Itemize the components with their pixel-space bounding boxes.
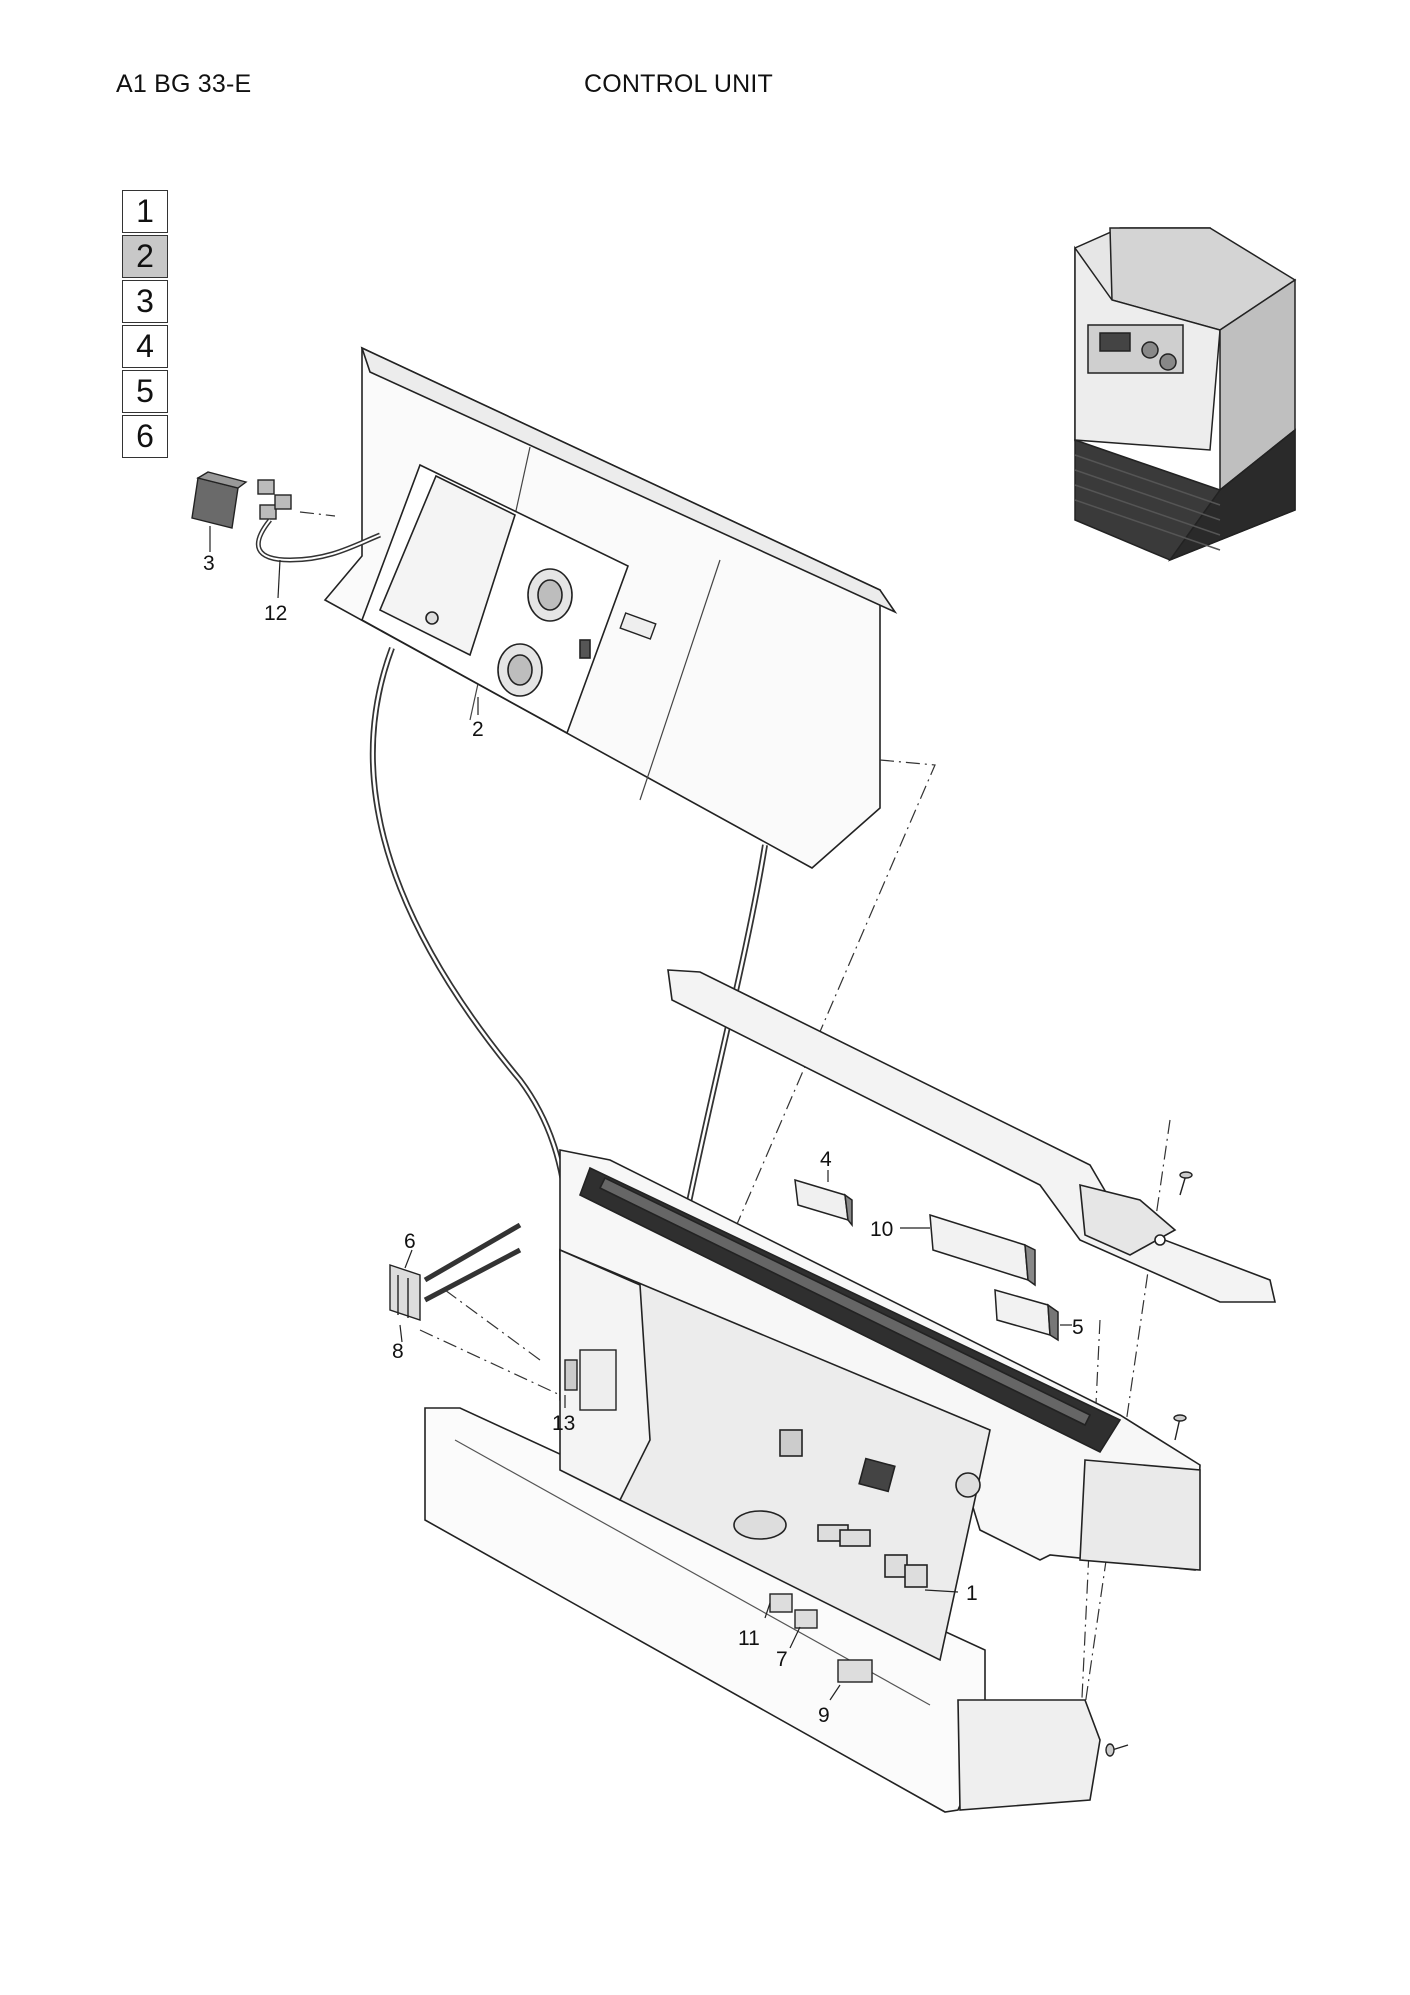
nav-page-5[interactable]: 5 [122,370,168,413]
rocker-switch [191,471,292,529]
product-thumbnail [1074,227,1297,562]
callout-4: 4 [820,1148,832,1171]
terminal-block-6-8 [389,1264,421,1321]
callout-8: 8 [392,1340,404,1363]
page-navigator: 1 2 3 4 5 6 [122,190,168,460]
connector-7-11 [769,1593,818,1629]
callout-12: 12 [264,602,287,625]
callout-9: 9 [818,1704,830,1727]
component-5 [994,1288,1059,1342]
nav-page-4[interactable]: 4 [122,325,168,368]
callout-5: 5 [1072,1316,1084,1339]
component-10 [929,1213,1036,1287]
pcb-board [559,1248,991,1662]
nav-page-6[interactable]: 6 [122,415,168,458]
callout-1: 1 [966,1582,978,1605]
display-module [361,463,629,735]
control-housing [559,1149,1201,1571]
document-code: A1 BG 33-E [116,70,252,98]
screw-icon [1105,1171,1193,1757]
connector-13 [564,1349,617,1411]
connector-9 [837,1659,873,1683]
nav-page-2[interactable]: 2 [122,235,168,278]
leader-lines [209,526,1072,1701]
top-cover-strip [667,969,1277,1303]
callout-7: 7 [776,1648,788,1671]
cable-long-left [369,646,588,1292]
nav-page-1[interactable]: 1 [122,190,168,233]
callout-11: 11 [738,1627,760,1650]
callout-2: 2 [472,718,484,741]
page-title: CONTROL UNIT [584,70,773,98]
callout-13: 13 [552,1412,575,1435]
relay-component-4 [794,1178,853,1228]
callout-10: 10 [870,1218,893,1241]
base-tray [424,1407,1101,1813]
callout-6: 6 [404,1230,416,1253]
callout-3: 3 [203,552,215,575]
nav-page-3[interactable]: 3 [122,280,168,323]
